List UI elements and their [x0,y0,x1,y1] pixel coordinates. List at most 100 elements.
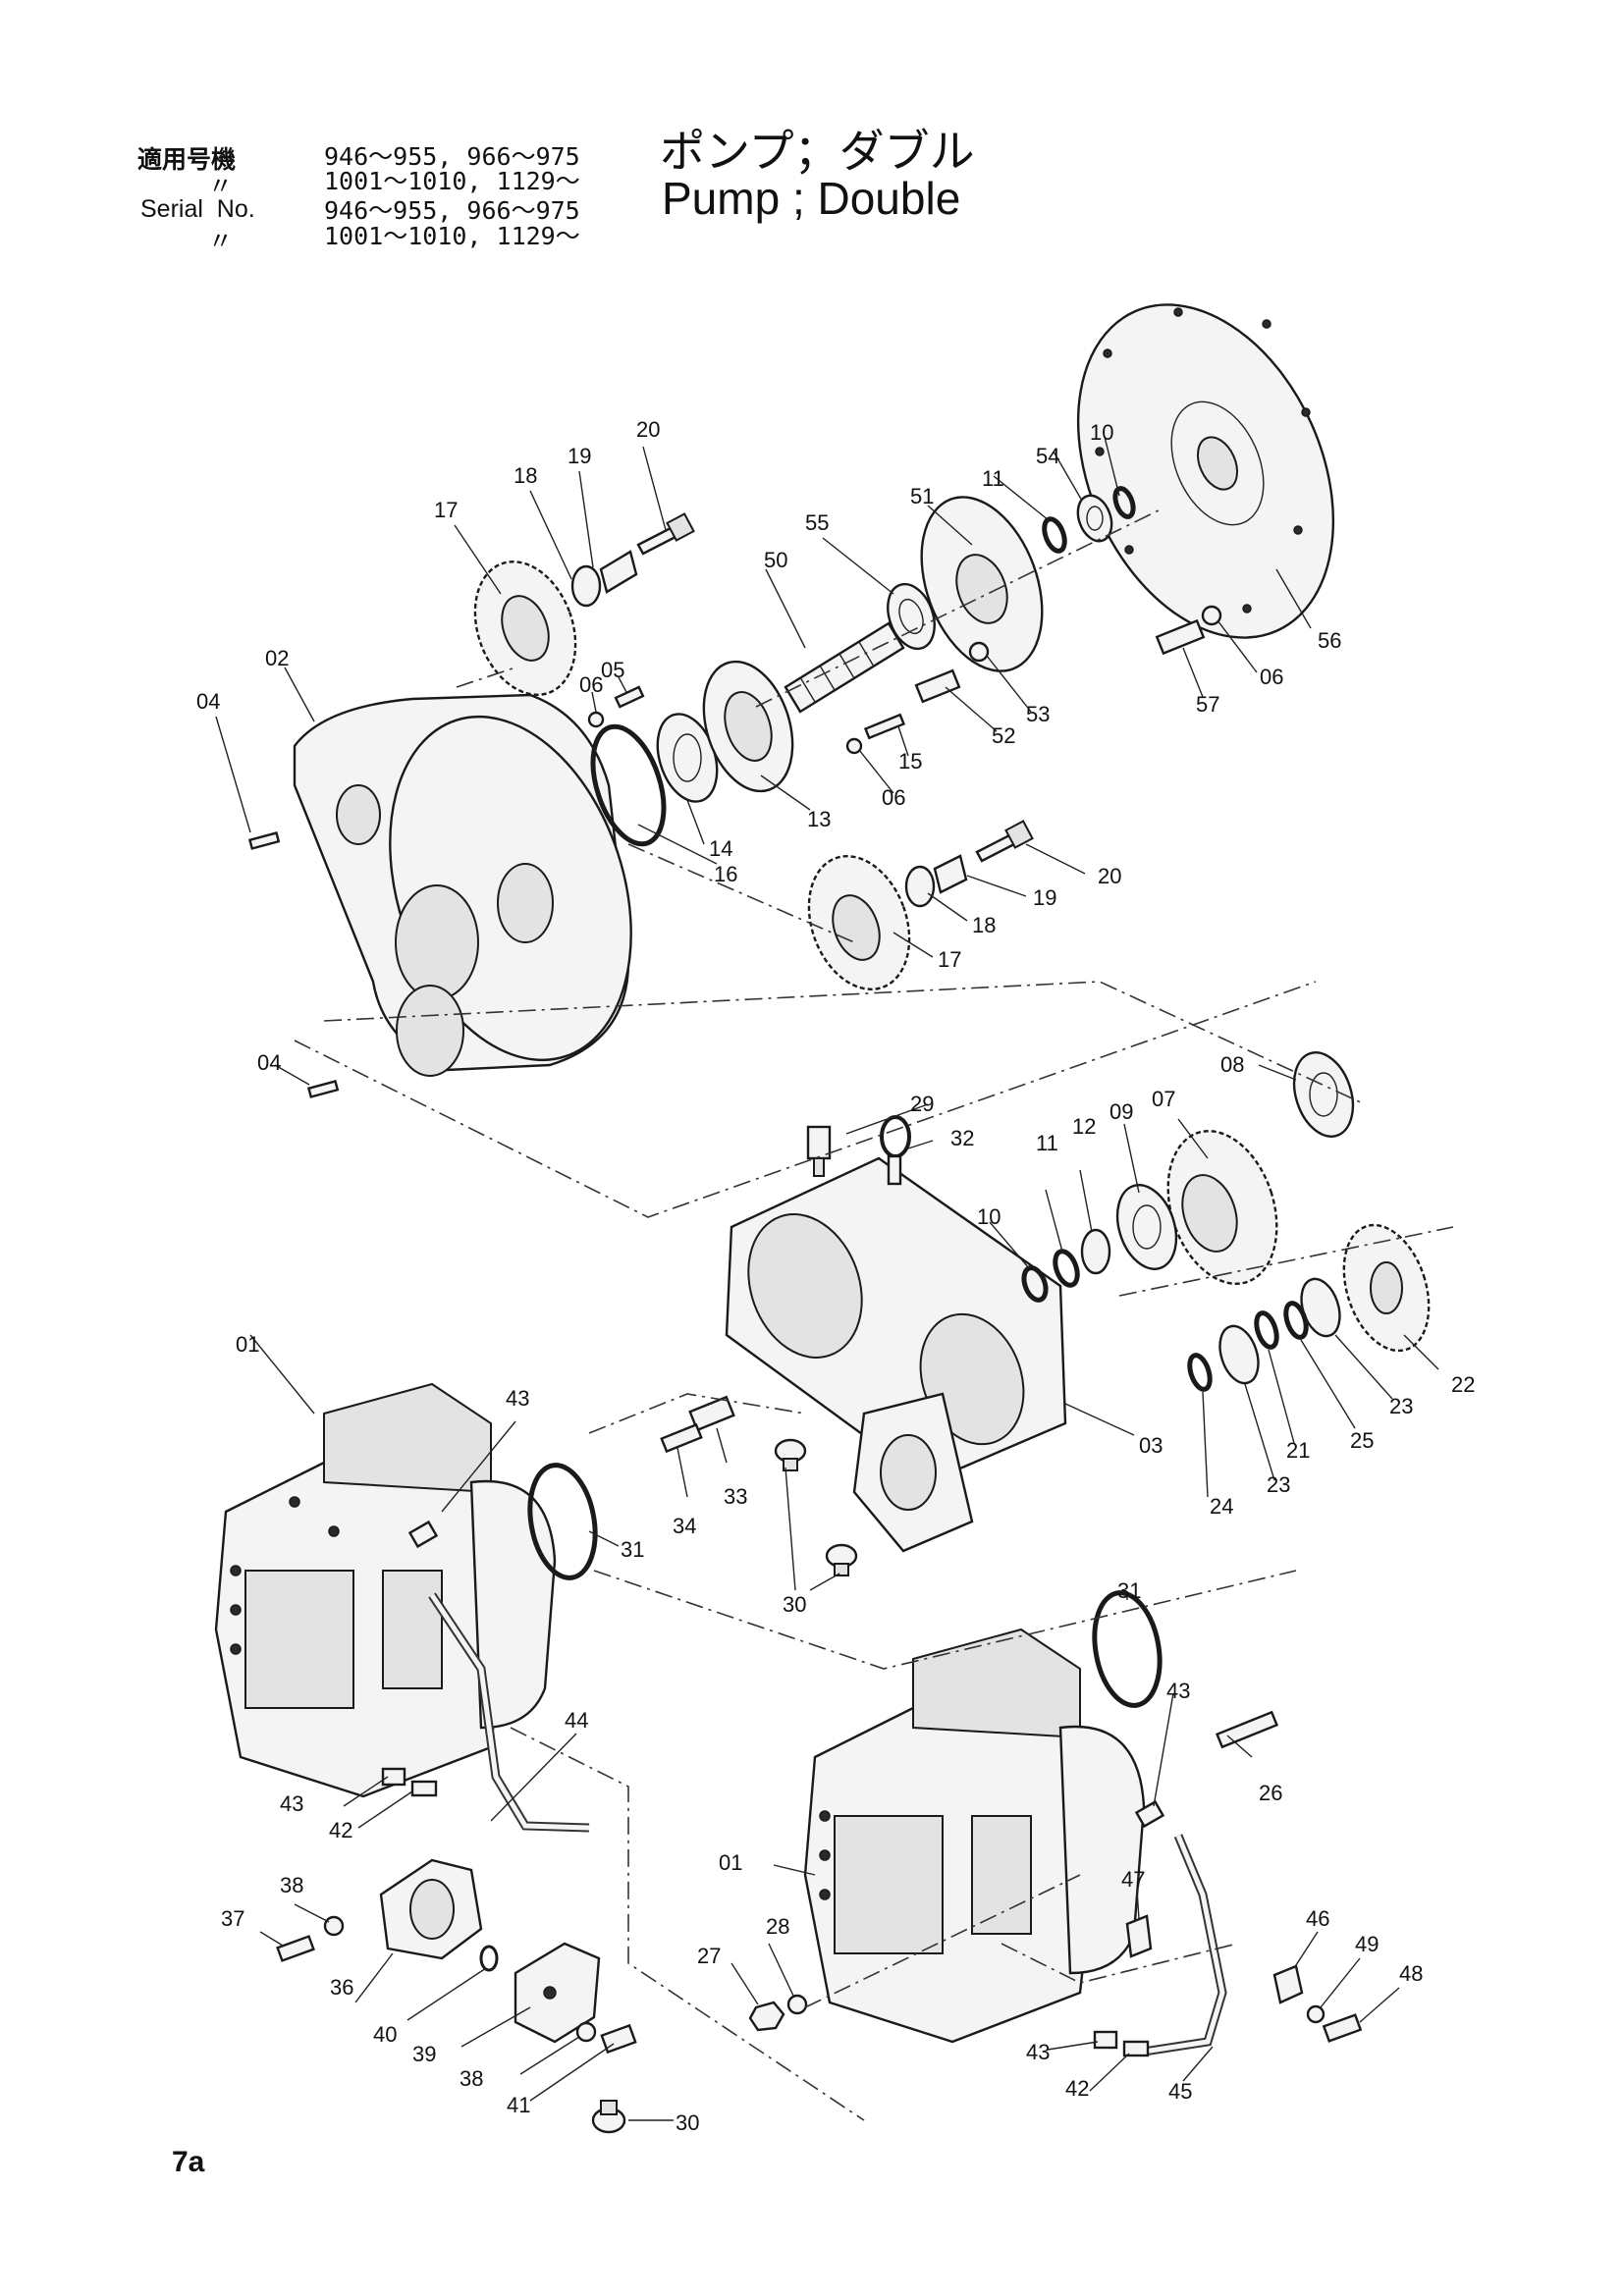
ditto-mark-1: 〃 [208,173,234,200]
part-number-label-03: 03 [1139,1433,1163,1458]
block-39 [514,1942,601,2044]
bolt-37 [276,1935,315,1962]
part-number-label-34: 34 [673,1514,696,1538]
applicable-models-label: 適用号機 [137,145,237,174]
part-number-label-16: 16 [714,862,737,886]
part-number-label-04: 04 [257,1050,281,1075]
fitting-42-a [410,1780,438,1797]
bolt-15 [863,713,906,740]
pump-01-left [214,1382,598,1798]
part-number-label-21: 21 [1286,1438,1310,1463]
elbow-43-b [381,1767,406,1787]
snap-ring-11-upper [1042,516,1067,554]
dowel-pin-04-upper [247,831,281,850]
part-number-label-13: 13 [807,807,831,831]
collar-12 [1080,1228,1111,1275]
part-number-label-19: 19 [1033,885,1056,910]
spline-shaft-50 [784,621,905,714]
lock-plate-19-upper [599,550,638,594]
part-number-label-42: 42 [329,1818,352,1842]
eye-bolt-32 [880,1115,911,1186]
ring-24 [1187,1353,1213,1392]
gear-case-03 [725,1156,1067,1553]
lock-plate-19-lower [933,854,968,894]
gear-pump-36 [379,1858,483,1960]
serial-range-line-1: 946～955, 966～975 [324,142,580,171]
air-breather-29 [806,1125,832,1177]
elbow-43-c [1134,1799,1165,1829]
part-number-label-18: 18 [972,913,996,937]
washer-38-a [323,1915,345,1937]
washer-06-b [845,737,863,755]
fitting-34 [660,1422,703,1454]
part-number-label-22: 22 [1451,1372,1475,1397]
part-number-label-10: 10 [977,1204,1001,1229]
washer-06-c [1201,605,1222,626]
part-number-label-44: 44 [565,1708,588,1733]
part-number-label-53: 53 [1026,702,1050,726]
part-number-label-11: 11 [1036,1131,1058,1155]
part-number-label-39: 39 [412,2042,436,2066]
part-number-label-04: 04 [196,689,220,714]
part-number-label-54: 54 [1036,444,1059,468]
elbow-43-a [407,1520,439,1549]
part-number-label-45: 45 [1168,2079,1192,2104]
part-number-label-55: 55 [805,510,829,535]
page-number: 7a [172,2146,205,2178]
o-ring-31-left [527,1463,598,1580]
part-number-label-23: 23 [1389,1394,1413,1418]
bolt-20-lower [975,820,1034,863]
bearing-54 [1076,494,1113,543]
part-number-label-40: 40 [373,2022,397,2047]
bearing-23-b [1218,1324,1260,1385]
part-number-label-20: 20 [1098,864,1121,888]
part-number-label-50: 50 [764,548,787,572]
part-number-label-06: 06 [882,785,905,810]
part-number-label-47: 47 [1121,1867,1145,1892]
ditto-mark-2: 〃 [208,228,234,255]
bearing-08 [1292,1051,1355,1138]
snap-ring-10-upper [1112,486,1136,519]
part-number-label-28: 28 [766,1914,789,1939]
part-number-label-05: 05 [601,658,624,682]
plug-30-upper [774,1438,807,1471]
part-number-label-17: 17 [434,498,458,522]
part-number-label-06: 06 [579,672,603,697]
part-number-label-23: 23 [1267,1472,1290,1497]
washer-18-lower [904,865,936,908]
elbow-43-d [1093,2030,1118,2050]
part-number-label-29: 29 [910,1092,934,1116]
bearing-55 [887,582,936,651]
part-number-label-09: 09 [1109,1099,1133,1124]
part-labels: 2019181710541151555002040605161413061552… [196,417,1475,2135]
fitting-42-b [1122,2040,1150,2057]
clamp-47 [1125,1914,1153,1958]
part-number-label-18: 18 [514,463,537,488]
part-number-label-38: 38 [280,1873,303,1897]
bolt-20-upper [636,512,695,556]
part-number-label-25: 25 [1350,1428,1374,1453]
washer-53 [968,641,990,663]
part-number-label-02: 02 [265,646,289,670]
part-number-label-07: 07 [1152,1087,1175,1111]
washer-28 [786,1994,808,2015]
part-number-label-17: 17 [938,947,961,972]
part-number-label-49: 49 [1355,1932,1379,1956]
part-number-label-27: 27 [697,1944,721,1968]
bearing-cover-13 [702,660,794,793]
o-ring-40 [479,1945,499,1972]
serial-range-line-2: 1001～1010, 1129～ [324,167,580,195]
leader-lines [215,436,1439,2121]
part-number-label-20: 20 [636,417,660,442]
part-number-label-14: 14 [709,836,732,861]
o-ring-31-right [1092,1590,1163,1708]
part-number-label-06: 06 [1260,665,1283,689]
part-number-label-12: 12 [1072,1114,1096,1139]
part-number-label-31: 31 [1117,1578,1141,1603]
snap-ring-11-lower [1053,1249,1080,1288]
center-lines [294,509,1454,2121]
washer-18-upper [570,564,602,608]
washer-38-b [575,2021,597,2043]
stud-26 [1216,1710,1278,1749]
